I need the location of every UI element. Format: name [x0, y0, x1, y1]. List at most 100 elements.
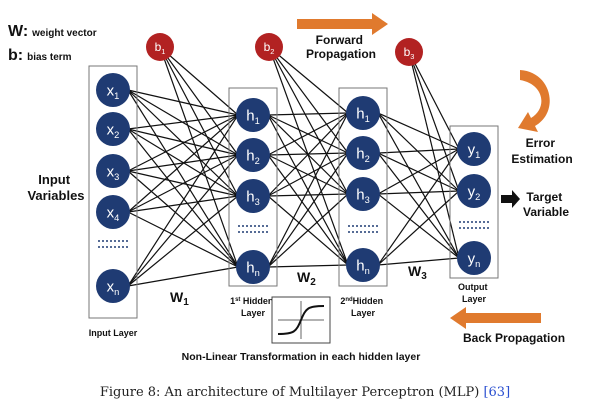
- edge-hidden2-output: [377, 190, 460, 266]
- edge-hidden1-hidden2: [267, 152, 349, 197]
- input-layer-box: [88, 65, 138, 319]
- edge-input-hidden1: [127, 114, 239, 130]
- output-node-y1: y1: [457, 132, 491, 166]
- edge-bias2: [268, 46, 349, 266]
- hidden1-node-h1: h1: [236, 98, 270, 132]
- sigmoid-curve: [277, 305, 325, 335]
- bias-node-b1: b1: [146, 33, 174, 61]
- edge-hidden2-output: [377, 148, 460, 266]
- bias-node-b2: b2: [255, 33, 283, 61]
- hidden2-node-hn-circle: [346, 248, 380, 282]
- edge-bias1: [159, 46, 239, 116]
- output-node-y2-label: y2: [468, 183, 481, 202]
- output-layer-caption: Output Layer: [458, 282, 490, 304]
- edge-hidden1-hidden2: [267, 112, 349, 268]
- nonlinear-transformation-label: Non-Linear Transformation in each hidden…: [182, 351, 421, 363]
- edge-input-hidden1: [127, 89, 239, 116]
- edge-input-hidden1: [127, 114, 239, 172]
- edge-input-hidden1: [127, 128, 239, 156]
- edge-input-hidden1: [127, 89, 239, 268]
- input-layer-caption: Input Layer: [89, 328, 138, 338]
- hidden1-node-h2-label: h2: [246, 147, 260, 166]
- edge-input-hidden1: [127, 154, 239, 287]
- hidden2-node-h3: h3: [346, 177, 380, 211]
- edge-input-hidden1: [127, 211, 239, 268]
- target-arrow: [501, 190, 520, 208]
- edge-bias1: [159, 46, 239, 197]
- hidden2-node-hn-label: hn: [356, 257, 370, 276]
- hidden1-layer-caption: 1st Hidden Layer: [230, 296, 276, 318]
- output-node-y2: y2: [457, 174, 491, 208]
- edge-input-hidden1: [127, 154, 239, 213]
- hidden1-node-hn: hn: [236, 250, 270, 284]
- bias-node-b3-label: b3: [404, 45, 415, 61]
- bias-node-b2-circle: [255, 33, 283, 61]
- edge-bias3: [408, 51, 460, 259]
- connection-lines: [127, 46, 460, 287]
- input-node-x4: x4: [96, 195, 130, 229]
- error-estimation-label: Error Estimation: [511, 136, 572, 166]
- output-node-y1-label: y1: [468, 141, 481, 160]
- bias-node-b1-label: b1: [155, 40, 166, 56]
- hidden2-layer-box: [338, 87, 388, 287]
- edge-hidden2-output: [377, 148, 460, 195]
- error-curved-arrow: [518, 70, 550, 132]
- input-node-x2-circle: [96, 112, 130, 146]
- edge-hidden2-output: [377, 112, 460, 192]
- edge-input-hidden1: [127, 266, 239, 287]
- ellipsis-dots: [98, 221, 489, 248]
- hidden1-node-h1-circle: [236, 98, 270, 132]
- input-node-x1: x1: [96, 73, 130, 107]
- hidden2-node-hn: hn: [346, 248, 380, 282]
- hidden2-node-h1: h1: [346, 96, 380, 130]
- edge-input-hidden1: [127, 114, 239, 287]
- edge-bias3: [408, 51, 460, 150]
- hidden1-layer-box: [228, 87, 278, 287]
- edge-hidden1-hidden2: [267, 193, 349, 268]
- edge-input-hidden1: [127, 170, 239, 268]
- edge-input-hidden1: [127, 195, 239, 287]
- weight-w1: W1: [170, 289, 189, 308]
- edge-bias2: [268, 46, 349, 195]
- figure-caption: Figure 8: An architecture of Multilayer …: [100, 385, 510, 400]
- forward-propagation-label: Forward Propagation: [306, 33, 376, 61]
- input-node-x3: x3: [96, 154, 130, 188]
- edge-input-hidden1: [127, 128, 239, 268]
- input-node-xn-circle: [96, 269, 130, 303]
- edge-hidden2-output: [377, 257, 460, 266]
- edge-hidden2-output: [377, 112, 460, 259]
- edge-bias1: [159, 46, 239, 156]
- bias-node-b2-label: b2: [264, 40, 275, 56]
- input-node-x2: x2: [96, 112, 130, 146]
- edge-hidden1-hidden2: [267, 112, 349, 116]
- hidden1-node-h2: h2: [236, 138, 270, 172]
- hidden1-node-h2-circle: [236, 138, 270, 172]
- target-variable-label: Target Variable: [523, 190, 569, 219]
- back-arrow: [450, 307, 541, 329]
- bias-node-b1-circle: [146, 33, 174, 61]
- input-node-x1-label: x1: [107, 82, 120, 101]
- edge-bias3: [408, 51, 460, 192]
- input-node-x3-circle: [96, 154, 130, 188]
- input-node-x1-circle: [96, 73, 130, 107]
- forward-arrow: [297, 13, 388, 35]
- edge-hidden2-output: [377, 148, 460, 154]
- input-node-xn: xn: [96, 269, 130, 303]
- hidden1-node-h1-label: h1: [246, 107, 260, 126]
- hidden1-node-hn-label: hn: [246, 259, 260, 278]
- hidden1-node-h3-label: h3: [246, 188, 260, 207]
- edge-input-hidden1: [127, 114, 239, 213]
- edge-hidden1-hidden2: [267, 112, 349, 156]
- back-propagation-label: Back Propagation: [463, 331, 565, 345]
- legend-b: b:bias term: [8, 47, 72, 64]
- hidden2-node-h2-label: h2: [356, 145, 370, 164]
- bias-node-b3: b3: [395, 38, 423, 66]
- hidden1-node-h3-circle: [236, 179, 270, 213]
- hidden2-node-h1-circle: [346, 96, 380, 130]
- output-layer-box: [449, 125, 499, 279]
- input-variables-label: Input Variables: [27, 172, 84, 203]
- hidden1-node-hn-circle: [236, 250, 270, 284]
- edge-input-hidden1: [127, 195, 239, 213]
- edge-hidden1-hidden2: [267, 152, 349, 268]
